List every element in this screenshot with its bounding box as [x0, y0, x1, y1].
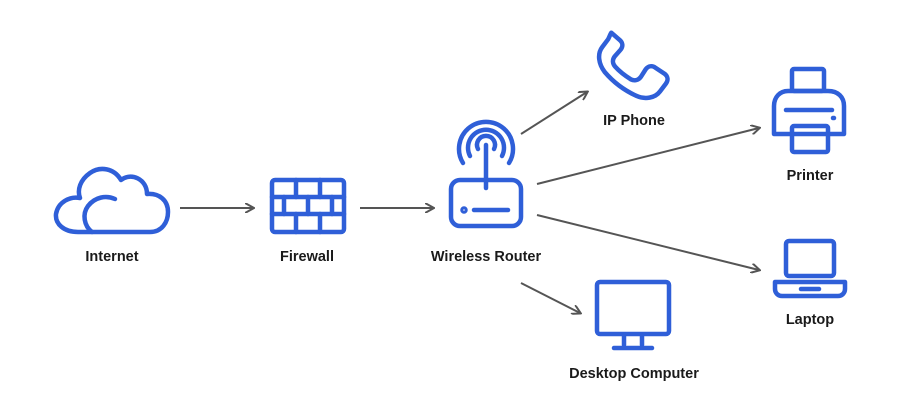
arrow-router-to-ip-phone	[520, 92, 587, 135]
printer-icon	[771, 66, 847, 155]
wireless-router-icon	[448, 119, 524, 229]
ip-phone-node: IP Phone	[596, 30, 670, 129]
arrow-router-to-printer	[536, 128, 759, 185]
printer-label: Printer	[787, 168, 834, 184]
monitor-icon	[594, 279, 672, 351]
desktop-label: Desktop Computer	[569, 366, 699, 382]
laptop-node: Laptop	[772, 238, 848, 328]
router-label: Wireless Router	[431, 249, 542, 265]
internet-node: Internet	[53, 166, 171, 265]
connections	[180, 92, 759, 313]
laptop-label: Laptop	[786, 312, 834, 328]
cloud-icon	[53, 166, 171, 235]
arrow-router-to-laptop	[536, 214, 759, 270]
desktop-node: Desktop Computer	[569, 279, 699, 382]
brick-wall-icon	[269, 177, 347, 235]
firewall-label: Firewall	[280, 249, 334, 265]
laptop-icon	[772, 238, 848, 299]
router-node: Wireless Router	[431, 119, 542, 265]
internet-label: Internet	[85, 249, 138, 265]
phone-icon	[596, 30, 670, 101]
firewall-node: Firewall	[269, 177, 347, 265]
ip-phone-label: IP Phone	[603, 113, 665, 129]
arrow-router-to-desktop	[520, 282, 580, 313]
printer-node: Printer	[771, 66, 847, 184]
